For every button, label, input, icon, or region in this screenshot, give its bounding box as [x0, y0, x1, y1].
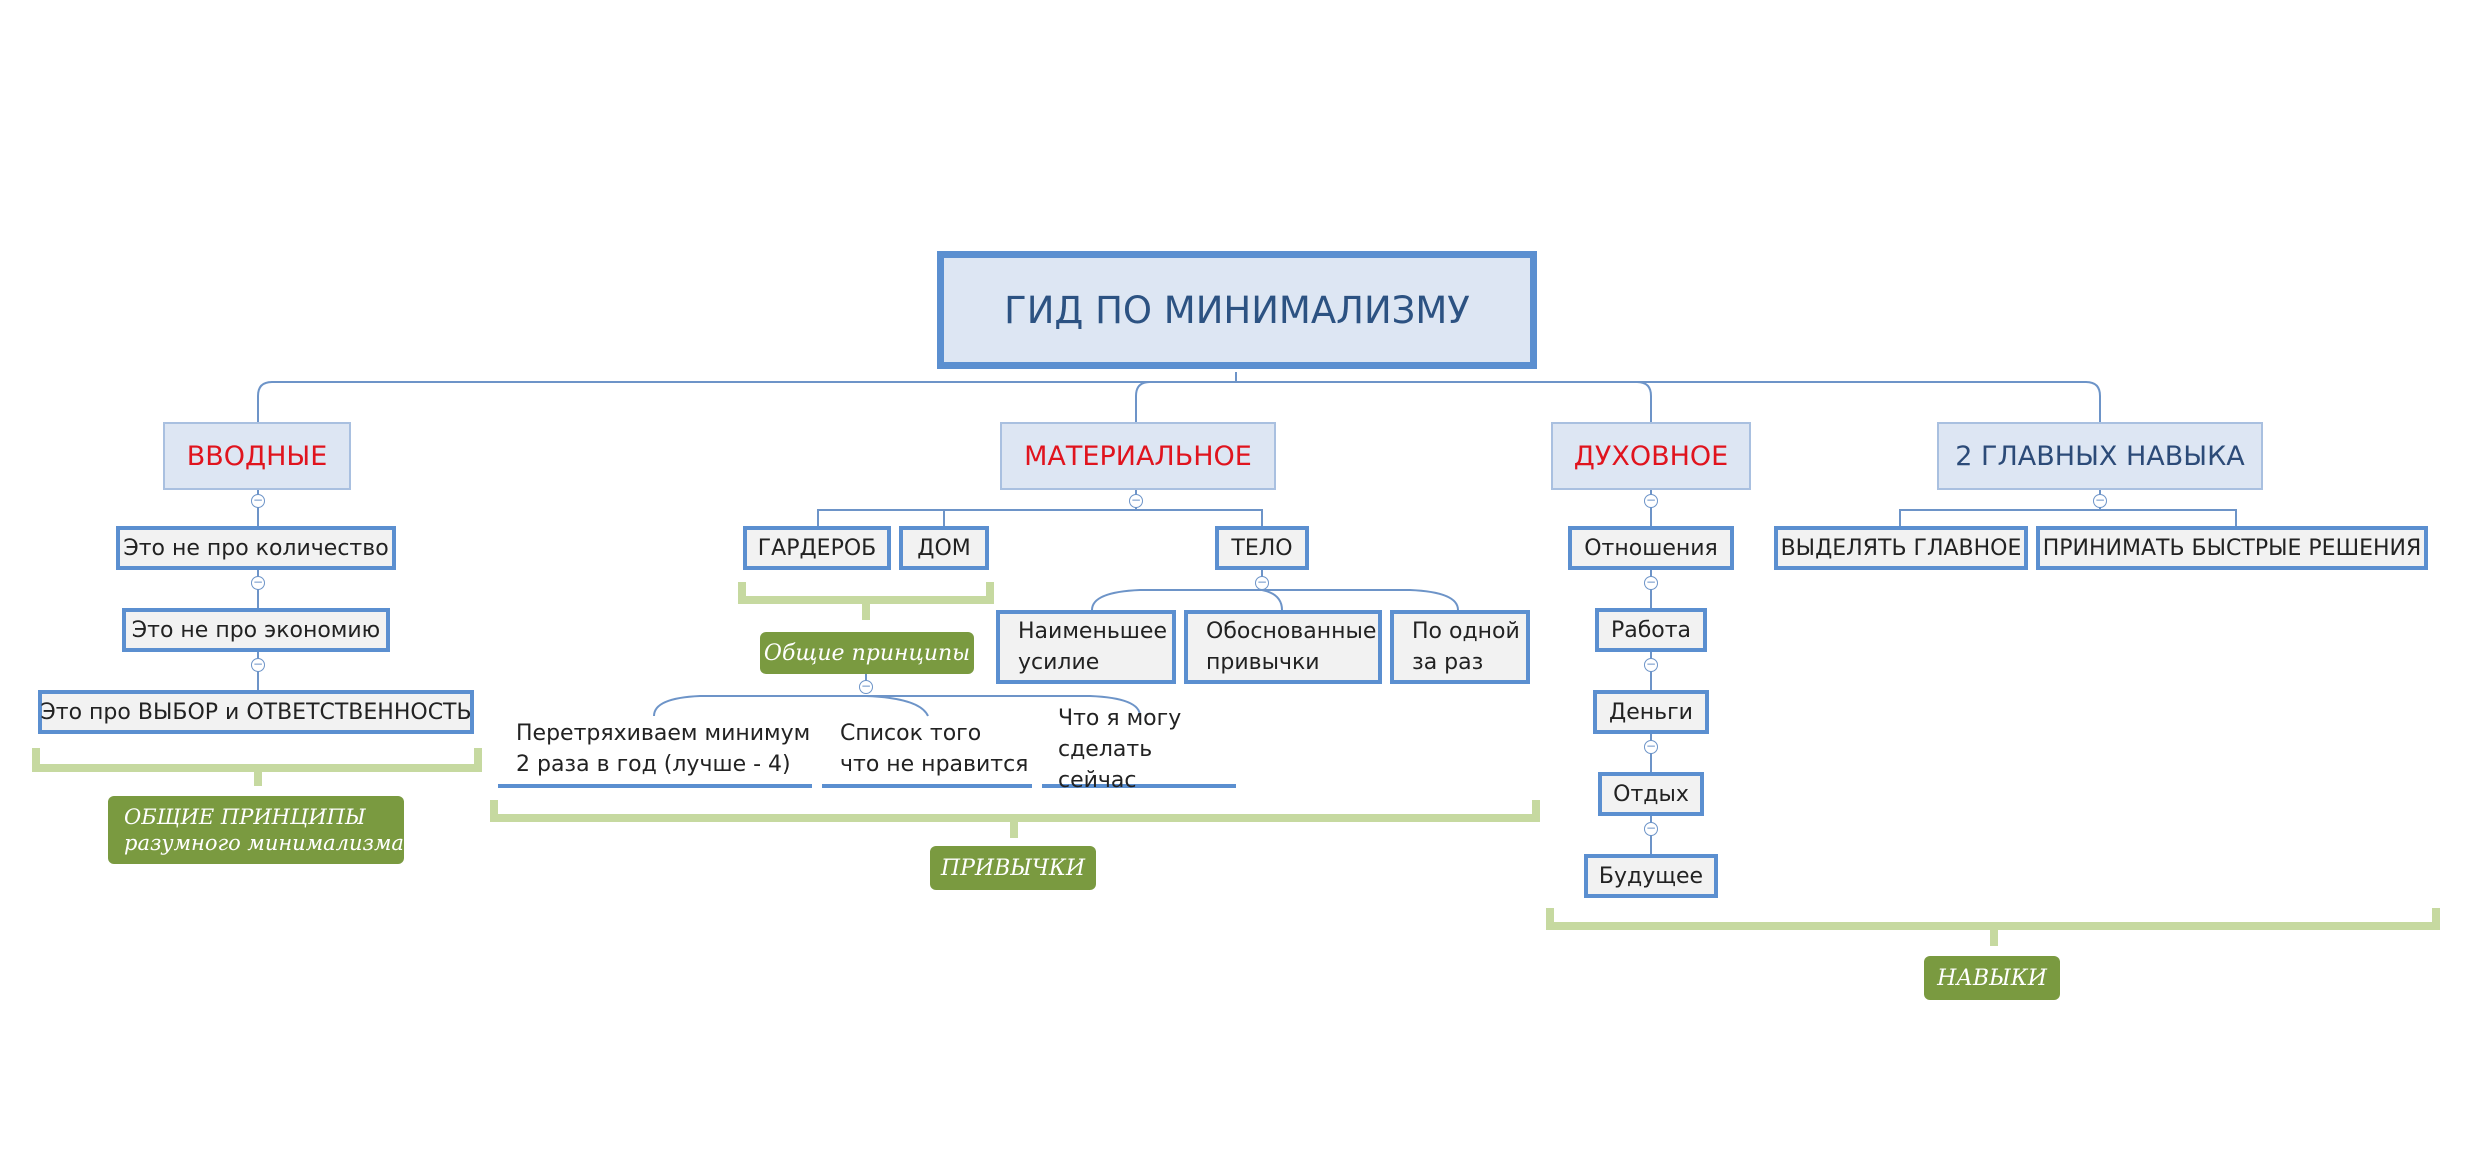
wardrobe-label: ГАРДЕРОБ [757, 535, 877, 561]
root-node[interactable]: ГИД ПО МИНИМАЛИЗМУ [937, 251, 1537, 369]
skills-label-text: НАВЫКИ [1937, 965, 2047, 991]
body-item[interactable]: Обоснованные привычки [1184, 610, 1382, 684]
intro-item[interactable]: Это не про количество [116, 526, 396, 570]
material-connector [817, 490, 1263, 526]
skill-item[interactable]: ВЫДЕЛЯТЬ ГЛАВНОЕ [1774, 526, 2028, 570]
skill-item-label: ВЫДЕЛЯТЬ ГЛАВНОЕ [1780, 535, 2022, 561]
skills-connector [1899, 490, 2237, 526]
root-title: ГИД ПО МИНИМАЛИЗМУ [1004, 288, 1470, 332]
collapse-toggle-icon[interactable]: − [859, 679, 873, 694]
category-label: ВВОДНЫЕ [186, 440, 328, 472]
body-node[interactable]: ТЕЛО [1215, 526, 1309, 570]
spiritual-item-label: Деньги [1609, 699, 1693, 725]
body-item-label: Наименьшее усилие [1018, 619, 1168, 675]
habits-bracket [490, 800, 1540, 838]
category-material[interactable]: МАТЕРИАЛЬНОЕ [1000, 422, 1276, 490]
intro-bracket [32, 748, 482, 786]
category-skills[interactable]: 2 ГЛАВНЫХ НАВЫКА [1937, 422, 2263, 490]
spiritual-item[interactable]: Отдых [1598, 772, 1704, 816]
intro-summary-label: ОБЩИЕ ПРИНЦИПЫ разумного минимализма [108, 796, 404, 864]
collapse-toggle-icon[interactable]: − [1644, 821, 1658, 836]
home-label: ДОМ [917, 535, 971, 561]
collapse-toggle-icon[interactable]: − [251, 575, 265, 590]
spiritual-item[interactable]: Работа [1595, 608, 1707, 652]
category-label: 2 ГЛАВНЫХ НАВЫКА [1955, 440, 2245, 472]
body-item[interactable]: Наименьшее усилие [996, 610, 1176, 684]
principle-item[interactable]: Список того что не нравится [840, 716, 1032, 782]
body-label: ТЕЛО [1231, 535, 1293, 561]
habits-text: ПРИВЫЧКИ [940, 855, 1086, 881]
body-item[interactable]: По одной за раз [1390, 610, 1530, 684]
collapse-toggle-icon[interactable]: − [1644, 493, 1658, 508]
principle-item[interactable]: Что я могу сделать сейчас [1058, 706, 1236, 793]
intro-item-label: Это не про экономию [131, 617, 381, 643]
collapse-toggle-icon[interactable]: − [251, 493, 265, 508]
spiritual-item[interactable]: Отношения [1568, 526, 1734, 570]
category-spiritual[interactable]: ДУХОВНОЕ [1551, 422, 1751, 490]
body-item-label: По одной за раз [1412, 619, 1520, 675]
collapse-toggle-icon[interactable]: − [2093, 493, 2107, 508]
intro-item[interactable]: Это не про экономию [122, 608, 390, 652]
root-connector [257, 372, 2101, 422]
spiritual-item-label: Будущее [1598, 863, 1704, 889]
habits-label: ПРИВЫЧКИ [930, 846, 1096, 890]
collapse-toggle-icon[interactable]: − [1644, 575, 1658, 590]
collapse-toggle-icon[interactable]: − [1129, 493, 1143, 508]
body-item-label: Обоснованные привычки [1206, 619, 1377, 675]
skills-label: НАВЫКИ [1924, 956, 2060, 1000]
collapse-toggle-icon[interactable]: − [1255, 575, 1269, 590]
general-principles-text: Общие принципы [763, 640, 971, 666]
skill-item[interactable]: ПРИНИМАТЬ БЫСТРЫЕ РЕШЕНИЯ [2036, 526, 2428, 570]
collapse-toggle-icon[interactable]: − [1644, 657, 1658, 672]
category-intro[interactable]: ВВОДНЫЕ [163, 422, 351, 490]
intro-item-label: Это не про количество [123, 535, 389, 561]
spiritual-item[interactable]: Будущее [1584, 854, 1718, 898]
intro-item[interactable]: Это про ВЫБОР и ОТВЕТСТВЕННОСТЬ [38, 690, 474, 734]
collapse-toggle-icon[interactable]: − [1644, 739, 1658, 754]
collapse-toggle-icon[interactable]: − [251, 657, 265, 672]
skill-item-label: ПРИНИМАТЬ БЫСТРЫЕ РЕШЕНИЯ [2042, 535, 2422, 561]
principle-item[interactable]: Перетряхиваем минимум 2 раза в год (лучш… [516, 716, 812, 782]
category-label: ДУХОВНОЕ [1573, 440, 1729, 472]
spiritual-item-label: Отношения [1584, 535, 1718, 561]
body-connector [1091, 570, 1459, 611]
principle-text: Что я могу сделать сейчас [1058, 705, 1182, 793]
spiritual-item[interactable]: Деньги [1593, 690, 1709, 734]
category-label: МАТЕРИАЛЬНОЕ [1024, 440, 1252, 472]
intro-summary-text: ОБЩИЕ ПРИНЦИПЫ разумного минимализма [124, 805, 404, 855]
home-node[interactable]: ДОМ [899, 526, 989, 570]
spiritual-item-label: Отдых [1613, 781, 1689, 807]
principle-text: Перетряхиваем минимум 2 раза в год (лучш… [516, 721, 811, 777]
wardrobe-bracket [738, 582, 994, 620]
spiritual-item-label: Работа [1610, 617, 1692, 643]
intro-item-label: Это про ВЫБОР и ОТВЕТСТВЕННОСТЬ [40, 699, 472, 725]
wardrobe-node[interactable]: ГАРДЕРОБ [743, 526, 891, 570]
skills-bracket [1546, 908, 2440, 946]
principle-text: Список того что не нравится [840, 721, 1029, 777]
general-principles-label: Общие принципы [760, 632, 974, 674]
